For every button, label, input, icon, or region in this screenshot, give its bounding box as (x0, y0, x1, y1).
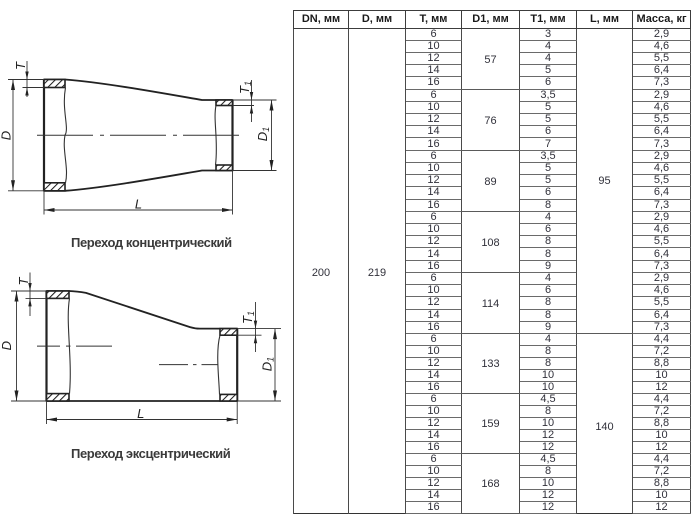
svg-text:D: D (0, 341, 14, 350)
svg-text:D1: D1 (255, 127, 271, 141)
svg-text:T: T (13, 61, 28, 70)
svg-text:D1: D1 (260, 357, 276, 371)
svg-text:L: L (135, 197, 142, 212)
svg-text:L: L (137, 406, 144, 421)
svg-text:T1: T1 (240, 311, 256, 324)
svg-text:T1: T1 (237, 81, 253, 94)
svg-text:D: D (0, 131, 14, 140)
svg-text:T: T (16, 276, 31, 285)
